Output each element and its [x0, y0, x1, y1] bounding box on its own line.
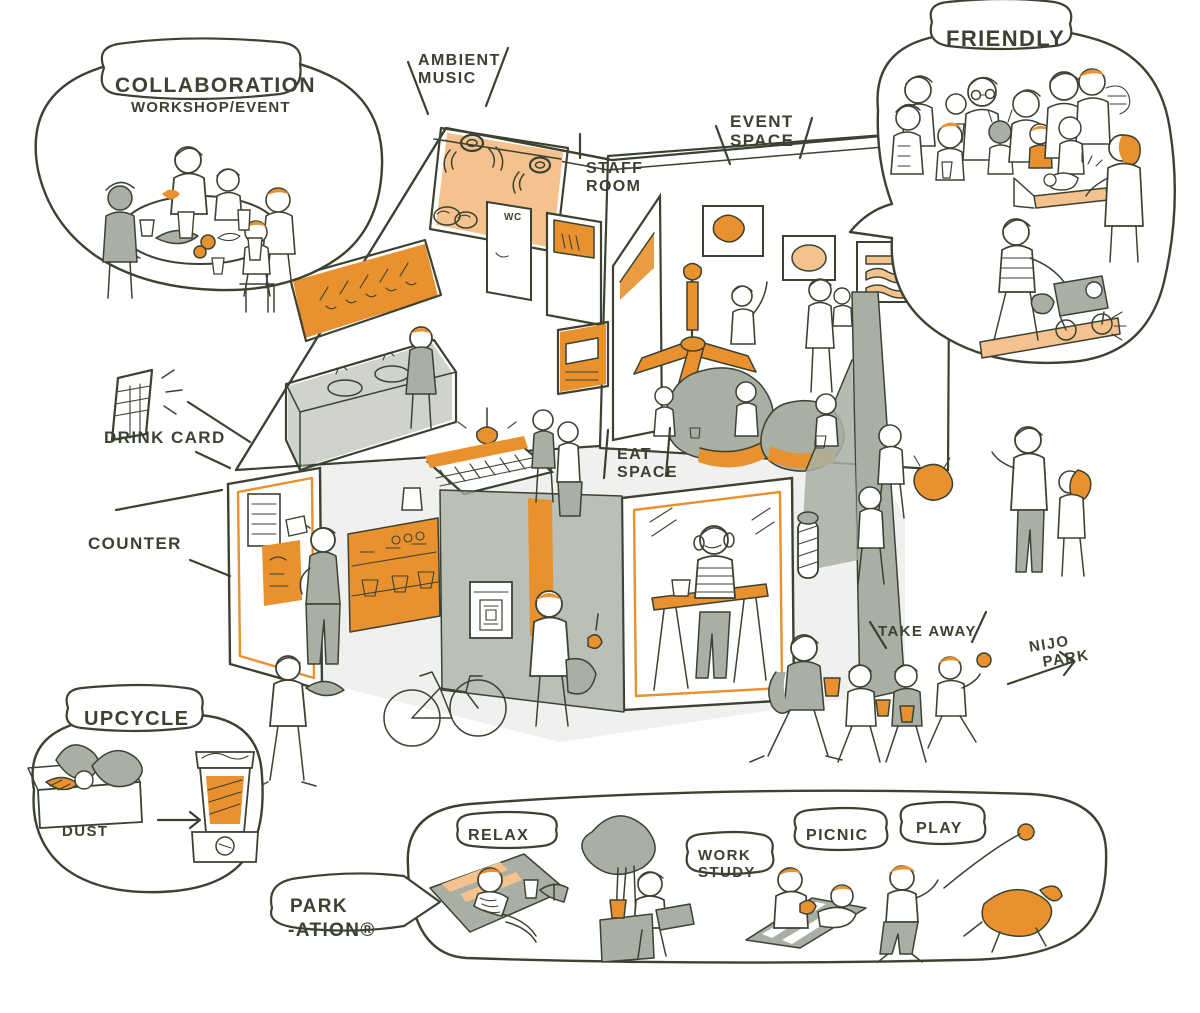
tag-play — [899, 800, 987, 846]
figure-child-waving — [730, 281, 768, 345]
figure-child-right — [1057, 469, 1092, 577]
stroller-ramp — [979, 218, 1127, 359]
barber-pole — [797, 511, 819, 579]
figure-runner-adult — [749, 634, 843, 763]
tag-relax — [456, 810, 558, 850]
figure-mother-baby — [805, 278, 853, 393]
bicycle — [383, 671, 507, 747]
figure-cardholder — [285, 515, 311, 537]
ceiling-fan — [633, 262, 757, 393]
figure-parent-stroller — [529, 590, 603, 727]
figure-runner-child — [885, 664, 927, 763]
label-parkation-line1: PARK — [290, 896, 349, 917]
figure-host — [162, 146, 208, 215]
blender — [191, 751, 259, 863]
back-shelving-unit — [288, 238, 443, 343]
figure-pointing-adult — [991, 426, 1048, 573]
label-friendly: FRIENDLY — [946, 26, 1066, 51]
label-work-study: WORK STUDY — [698, 847, 756, 881]
scene-relax — [429, 853, 569, 943]
ceiling-pendant-cluster — [433, 206, 478, 229]
ceiling-speaker-icon — [512, 156, 552, 194]
upcycle-arrow-icon — [156, 810, 202, 830]
counter-display — [347, 487, 441, 633]
tag-picnic — [793, 806, 889, 852]
label-play: PLAY — [916, 820, 963, 837]
callout-collaboration — [34, 37, 384, 313]
label-eat-space: EAT SPACE — [617, 446, 678, 481]
label-drink-card: DRINK CARD — [104, 428, 226, 447]
figure-runner-child — [837, 664, 891, 763]
kitchen-equipment — [556, 320, 610, 396]
figure-runner-child — [927, 652, 992, 749]
figure-seated-right — [857, 486, 885, 585]
label-dust: DUST — [62, 823, 109, 840]
figure-seated-guest — [262, 187, 296, 289]
tag-work-study — [685, 830, 775, 876]
figure-walker — [255, 655, 345, 789]
food-poster — [702, 205, 764, 257]
label-staff-room: STAFF ROOM — [586, 160, 644, 195]
callout-parkation — [269, 789, 1108, 964]
figure-staff-kitchen — [531, 409, 556, 503]
label-event-space: EVENT SPACE — [730, 112, 795, 151]
event-space-wall — [611, 192, 664, 442]
label-picnic: PICNIC — [806, 827, 869, 844]
crowd — [890, 68, 1131, 181]
figure-apron-left — [102, 181, 155, 299]
label-wc: WC — [504, 212, 522, 223]
label-ambient-music: AMBIENT MUSIC — [418, 52, 501, 87]
leader-lines — [110, 46, 1076, 686]
label-upcycle: UPCYCLE — [84, 708, 190, 730]
label-counter: COUNTER — [88, 534, 182, 553]
dog-inside — [913, 455, 954, 501]
label-parkation-line2: -ATION® — [288, 920, 376, 941]
scene-picnic — [745, 867, 867, 949]
patterned-table — [425, 436, 555, 496]
label-collaboration-line1: COLLABORATION — [115, 74, 316, 97]
label-relax: RELAX — [468, 827, 530, 844]
callout-friendly — [848, 0, 1176, 365]
figures-group — [255, 278, 1092, 789]
label-collaboration-line2: WORKSHOP/EVENT — [131, 99, 291, 116]
drink-card-icon — [110, 368, 183, 442]
storefront-left — [226, 466, 324, 692]
nijo-park-arrow-icon — [1006, 650, 1076, 686]
wc-door — [486, 200, 532, 302]
vegetable-crate — [27, 744, 143, 829]
food-poster — [782, 235, 836, 281]
label-take-away: TAKE AWAY — [878, 623, 977, 640]
pendant-lamp — [457, 407, 517, 445]
scene-work-study — [581, 815, 695, 963]
ceiling-speaker-icon — [443, 133, 504, 173]
figure-staff-kitchen — [556, 421, 583, 517]
callout-upcycle — [27, 683, 264, 894]
figure-seated-right — [814, 393, 839, 449]
exterior-wall-panel — [439, 489, 625, 713]
staff-room-door — [545, 211, 603, 327]
noticeboard-poster — [469, 581, 513, 639]
table-food — [155, 209, 263, 275]
scene-play — [877, 823, 1063, 963]
figure-customer — [299, 527, 341, 665]
figure-staff — [405, 326, 437, 429]
figure-laptop-user — [693, 525, 736, 679]
baby-changing-table — [1013, 134, 1144, 263]
